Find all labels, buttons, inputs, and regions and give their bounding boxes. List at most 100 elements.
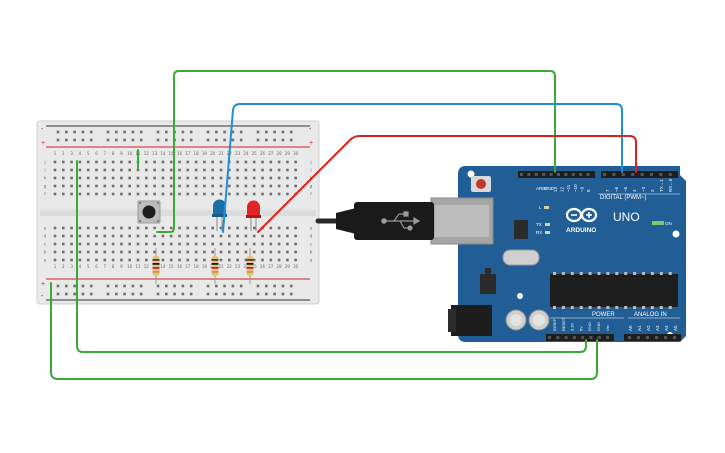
hole <box>211 176 214 180</box>
hole <box>186 258 190 262</box>
hole <box>65 284 68 288</box>
column-label: 3 <box>70 264 73 269</box>
blue-led-body[interactable] <box>213 199 226 217</box>
hole <box>70 250 73 254</box>
hole <box>286 242 289 246</box>
chip-pin <box>570 272 574 275</box>
hole <box>95 160 98 164</box>
hole <box>78 176 82 180</box>
hole <box>161 250 165 254</box>
hole <box>62 234 65 238</box>
hole <box>178 176 181 180</box>
hole <box>145 258 148 262</box>
hole <box>62 258 65 262</box>
reset-button-cap[interactable] <box>476 179 486 189</box>
hole <box>211 226 214 230</box>
chip-pin <box>588 272 592 275</box>
hole <box>120 192 123 196</box>
hole <box>153 234 156 238</box>
hole <box>294 250 297 254</box>
push-button-cap[interactable] <box>142 205 156 219</box>
row-label: a <box>310 258 313 263</box>
hole <box>128 176 131 180</box>
hole <box>269 226 273 230</box>
hole <box>62 176 65 180</box>
column-label: 23 <box>235 264 241 269</box>
column-label: 9 <box>120 264 123 269</box>
hole <box>211 184 214 188</box>
push-button-corner <box>139 202 141 204</box>
blue-led[interactable] <box>212 199 227 232</box>
column-label: 11 <box>135 264 141 269</box>
hole <box>111 168 115 172</box>
hole <box>194 226 198 230</box>
resistor-band <box>246 259 254 261</box>
row-label: i <box>44 168 45 173</box>
usb-cable-boot <box>336 208 356 234</box>
push-button[interactable] <box>137 200 161 224</box>
hole <box>194 160 198 164</box>
hole <box>277 258 281 262</box>
blue-wire-led-to-pin6[interactable] <box>222 103 623 233</box>
green-wire-gnd[interactable] <box>50 282 598 380</box>
hole <box>161 226 165 230</box>
pin-hole <box>520 173 523 176</box>
mounting-hole <box>672 230 680 238</box>
green-wire-5v[interactable] <box>76 160 587 353</box>
column-label: 2 <box>62 264 65 269</box>
analog-pin-label: A2 <box>646 325 651 331</box>
hole <box>211 250 214 254</box>
hole <box>269 168 273 172</box>
hole <box>111 184 115 188</box>
hole <box>281 138 285 142</box>
hole <box>277 242 281 246</box>
red-wire-led-to-pin4[interactable] <box>257 135 637 233</box>
hole <box>269 184 273 188</box>
center-channel <box>40 210 316 216</box>
hole <box>103 192 107 196</box>
hole <box>252 258 256 262</box>
hole <box>62 192 65 196</box>
red-led-body[interactable] <box>247 200 260 217</box>
hole <box>131 284 135 288</box>
hole <box>111 176 115 180</box>
column-label: 22 <box>227 264 233 269</box>
pin-hole <box>564 173 568 176</box>
pin-hole <box>579 173 583 176</box>
column-label: 1 <box>54 151 57 156</box>
hole <box>294 242 297 246</box>
hole <box>236 242 239 246</box>
hole <box>286 176 289 180</box>
hole <box>231 138 235 142</box>
green-wire-button-to-pin13[interactable] <box>156 70 556 233</box>
chip-pin <box>579 272 583 275</box>
resistor-band <box>246 267 254 269</box>
digital-pin-label: 2 <box>650 189 655 192</box>
hole <box>73 130 76 134</box>
hole <box>136 176 140 180</box>
hole <box>70 192 73 196</box>
resistor-band <box>152 259 160 261</box>
hole <box>236 160 239 164</box>
hole <box>203 184 206 188</box>
red-led[interactable] <box>246 200 261 231</box>
column-label: 28 <box>277 151 283 156</box>
hole <box>136 258 140 262</box>
hole <box>153 176 156 180</box>
hole <box>103 176 107 180</box>
column-label: 29 <box>285 151 291 156</box>
digital-pin-label: ~9 <box>579 186 584 192</box>
mounting-hole <box>517 293 523 299</box>
column-label: 26 <box>260 151 266 156</box>
hole <box>228 242 231 246</box>
hole <box>203 250 206 254</box>
hole <box>78 242 82 246</box>
hole <box>145 168 148 172</box>
hole <box>261 184 264 188</box>
blue-led-rim <box>212 214 227 217</box>
column-label: 21 <box>218 264 224 269</box>
hole <box>265 292 268 296</box>
column-label: 8 <box>112 264 115 269</box>
hole <box>286 160 289 164</box>
pin-hole <box>571 173 575 176</box>
